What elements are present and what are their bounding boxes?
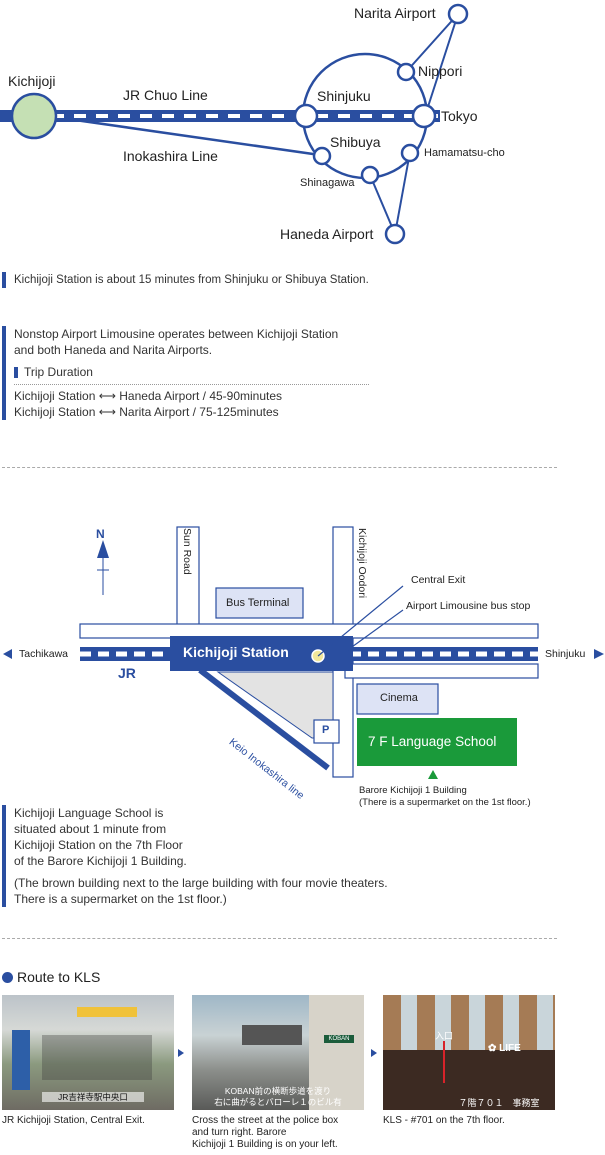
station-shinjuku-marker (293, 103, 319, 129)
photo-building: ✿ LIFE 入口 ７階７０１ 事務室 (383, 995, 555, 1110)
storefront (383, 1050, 555, 1110)
trip-narita: Kichijoji Station ⟷ Narita Airport / 75-… (14, 405, 279, 419)
station-shibuya-marker (312, 146, 332, 166)
photo2-text-1: KOBAN前の横断歩道を渡り (224, 1086, 332, 1096)
caption-3: KLS - #701 on the 7th floor. (383, 1115, 505, 1126)
station-shinagawa-marker (360, 165, 380, 185)
line-jr-chuo-label: JR Chuo Line (123, 87, 208, 103)
station-hamamatsucho-marker (400, 143, 420, 163)
jr-chuo-line (0, 110, 440, 122)
north-label: N (96, 527, 105, 541)
arrow-next-icon-2 (371, 1049, 377, 1057)
upper-road (79, 623, 539, 639)
photo3-office-text: ７階７０１ 事務室 (458, 1098, 540, 1108)
station-shibuya-label: Shibuya (330, 134, 381, 150)
parking-box (313, 719, 340, 744)
building-pointer-icon (428, 770, 438, 779)
limousine-info: Nonstop Airport Limousine operates betwe… (2, 326, 372, 420)
limousine-line2: and both Haneda and Narita Airports. (14, 343, 213, 357)
school-box (357, 718, 517, 766)
station-haneda-marker (384, 223, 406, 245)
station-narita-marker (447, 3, 469, 25)
trip-haneda: Kichijoji Station ⟷ Haneda Airport / 45-… (14, 389, 283, 403)
building-wall (309, 995, 364, 1110)
limousine-line1: Nonstop Airport Limousine operates betwe… (14, 327, 339, 341)
station-tokyo-label: Tokyo (441, 108, 478, 124)
section-divider (2, 467, 557, 468)
koban-sign: KOBAN (324, 1035, 354, 1043)
windows (383, 995, 555, 1050)
station-nippori-label: Nippori (418, 63, 463, 79)
parking-label: P (322, 724, 330, 736)
bus-stop-label: Airport Limousine bus stop (406, 600, 531, 612)
station-hamamatsucho-label: Hamamatsu-cho (424, 147, 505, 159)
arrow-next-icon (178, 1049, 184, 1057)
station-kichijoji-marker (10, 92, 58, 140)
arrow-right-icon (594, 649, 604, 659)
school-label: 7 F Language School (368, 734, 497, 749)
note-travel-time: Kichijoji Station is about 15 minutes fr… (2, 272, 369, 288)
route-map (0, 3, 469, 245)
life-sign: ✿ LIFE (488, 1043, 521, 1054)
divider (14, 384, 369, 385)
section-divider-2 (2, 938, 557, 939)
bus-terminal-label: Bus Terminal (226, 597, 290, 609)
heading-marker (14, 366, 18, 378)
route-heading: Route to KLS (2, 969, 100, 985)
arrow-left-icon (3, 649, 12, 659)
station-kichijoji-label: Kichijoji (8, 73, 56, 89)
school-info: Kichijoji Language School is situated ab… (2, 805, 452, 907)
station-nippori-marker (396, 62, 416, 82)
photo-central-exit: JR吉祥寺駅中央口 (2, 995, 174, 1110)
photo2-text-2: 右に曲がるとバローレ１のビル有 (214, 1097, 342, 1107)
jr-label: JR (118, 665, 136, 681)
trip-duration-heading: Trip Duration (14, 364, 372, 380)
cinema-label: Cinema (380, 692, 418, 704)
central-exit-label: Central Exit (411, 574, 466, 586)
area-map (3, 526, 604, 779)
tachikawa-label: Tachikawa (19, 648, 69, 660)
shinjuku-direction-label: Shinjuku (545, 648, 586, 660)
station-shinagawa-label: Shinagawa (300, 177, 355, 189)
building-name-label: Barore Kichijoji 1 Building (There is a … (359, 785, 531, 808)
ticket-machine (12, 1030, 30, 1090)
kichijoji-oodori-label: Kichijoji Oodori (356, 528, 368, 599)
station-tokyo-marker (411, 103, 437, 129)
lower-road (344, 663, 539, 679)
photo-police-box: KOBAN KOBAN前の横断歩道を渡り 右に曲がるとバローレ１のビル有 (192, 995, 364, 1110)
bullet-icon (2, 971, 13, 983)
bus-terminal (215, 587, 304, 619)
caption-2: Cross the street at the police box and t… (192, 1115, 339, 1150)
station-sign (77, 1007, 137, 1017)
line-inokashira-label: Inokashira Line (123, 148, 218, 164)
station-haneda-label: Haneda Airport (280, 226, 374, 242)
caption-1: JR Kichijoji Station, Central Exit. (2, 1115, 145, 1126)
photo1-sign-text: JR吉祥寺駅中央口 (42, 1092, 144, 1102)
keio-inokashira-line (198, 667, 330, 771)
entrance-label: 入口 (435, 1031, 454, 1041)
cinema-box (356, 683, 439, 715)
north-arrow-icon (97, 540, 109, 558)
station-shinjuku-label: Shinjuku (317, 88, 371, 104)
station-narita-label: Narita Airport (354, 5, 436, 21)
station-label: Kichijoji Station (183, 644, 289, 660)
entrance-arrow-icon (443, 1041, 445, 1083)
sun-road-label: Sun Road (181, 528, 193, 575)
overpass (242, 1025, 302, 1045)
